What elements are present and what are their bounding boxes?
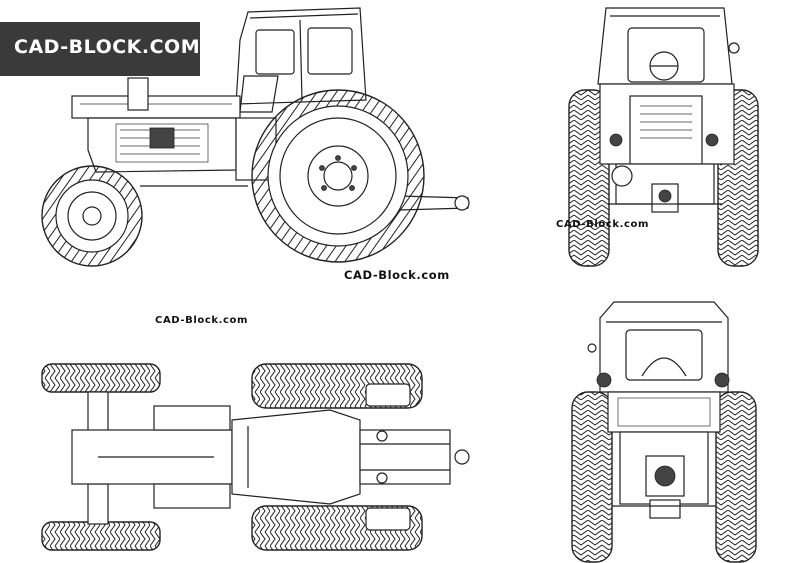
logo-badge: CAD-BLOCK.COM [0, 22, 200, 76]
top-view [41, 363, 470, 551]
front-view [568, 7, 759, 267]
logo-text: CAD-BLOCK.COM [14, 36, 201, 58]
watermark-side: CAD-Block.com [344, 268, 450, 282]
rear-view [571, 301, 757, 563]
watermark-top: CAD-Block.com [155, 315, 249, 326]
watermark-front: CAD-Block.com [556, 219, 650, 230]
side-view [41, 7, 470, 267]
